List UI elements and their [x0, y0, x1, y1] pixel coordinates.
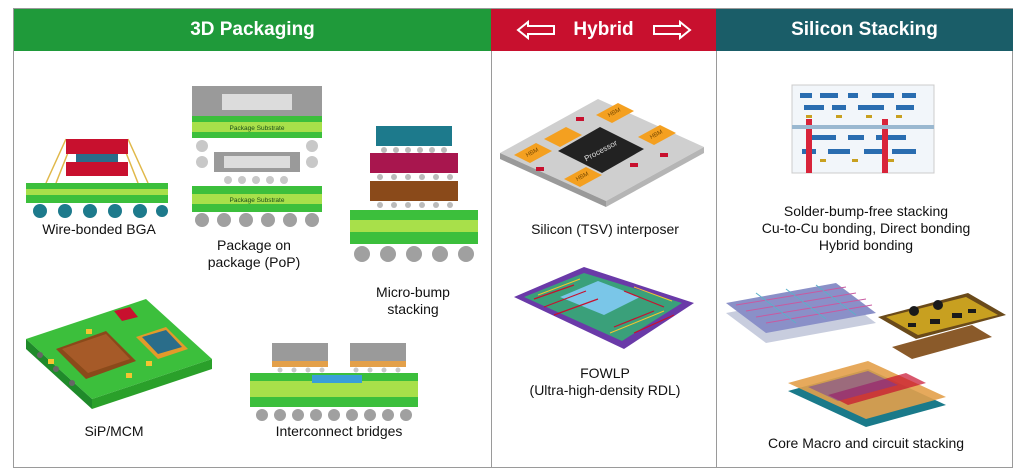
- label-fowlp-line1: FOWLP: [580, 365, 630, 381]
- label-microbump: Micro-bump stacking: [350, 284, 476, 318]
- fowlp-illustration: [514, 267, 694, 349]
- hbm-text: HBM: [525, 147, 540, 159]
- label-fowlp-line2: (Ultra-high-density RDL): [529, 382, 681, 398]
- hbm-text: HBM: [607, 107, 622, 119]
- header-hybrid-label: Hybrid: [573, 19, 634, 40]
- diagram-frame: 3D Packaging Hybrid Silicon Stacking Wir…: [13, 8, 1013, 468]
- interconnect-bridges-illustration: [250, 343, 418, 421]
- label-interconnect-bridges: Interconnect bridges: [275, 423, 403, 439]
- header-hybrid: Hybrid: [491, 9, 716, 51]
- label-microbump-line1: Micro-bump: [376, 284, 450, 300]
- label-bump-free-stacking: Solder-bump-free stacking Cu-to-Cu bondi…: [722, 203, 1010, 254]
- header-silicon-stacking-label: Silicon Stacking: [791, 19, 938, 40]
- package-substrate-text: Package Substrate: [230, 125, 285, 132]
- header-3d-packaging: 3D Packaging: [14, 9, 491, 51]
- left-arrow-icon: [516, 19, 555, 41]
- header-3d-packaging-label: 3D Packaging: [190, 19, 315, 40]
- hbm-text: HBM: [575, 171, 590, 183]
- circuit-layout-illustration: [878, 293, 1006, 359]
- silicon-interposer-illustration: Processor HBM HBM HBM HBM: [500, 99, 704, 207]
- core-macro-illustration: [788, 361, 946, 427]
- bump-free-stacking-illustration: [791, 84, 935, 174]
- right-arrow-icon: [653, 19, 692, 41]
- column-divider: [716, 51, 717, 468]
- label-bump-free-line2: Cu-to-Cu bonding, Direct bonding: [761, 220, 971, 236]
- label-fowlp: FOWLP (Ultra-high-density RDL): [494, 365, 716, 399]
- package-substrate-text: Package Substrate: [230, 197, 285, 204]
- label-wire-bonded-bga: Wire-bonded BGA: [42, 221, 156, 237]
- header-silicon-stacking: Silicon Stacking: [716, 9, 1013, 51]
- die-stack-illustration: [726, 283, 876, 343]
- pop-illustration: Package Substrate Package Substrate: [192, 86, 322, 227]
- label-silicon-interposer: Silicon (TSV) interposer: [531, 221, 679, 237]
- label-bump-free-line1: Solder-bump-free stacking: [783, 203, 949, 219]
- wire-bonded-bga-illustration: [26, 138, 168, 218]
- label-sip-mcm: SiP/MCM: [84, 423, 144, 439]
- label-pop-line1: Package on: [217, 237, 291, 253]
- hbm-text: HBM: [649, 129, 664, 141]
- label-pop-line2: package (PoP): [207, 254, 301, 270]
- microbump-illustration: [350, 126, 478, 262]
- sip-mcm-illustration: [26, 299, 212, 409]
- column-divider: [491, 51, 492, 468]
- label-core-macro: Core Macro and circuit stacking: [767, 435, 965, 451]
- label-pop: Package on package (PoP): [184, 237, 324, 271]
- label-microbump-line2: stacking: [387, 301, 439, 317]
- label-bump-free-line3: Hybrid bonding: [818, 237, 914, 253]
